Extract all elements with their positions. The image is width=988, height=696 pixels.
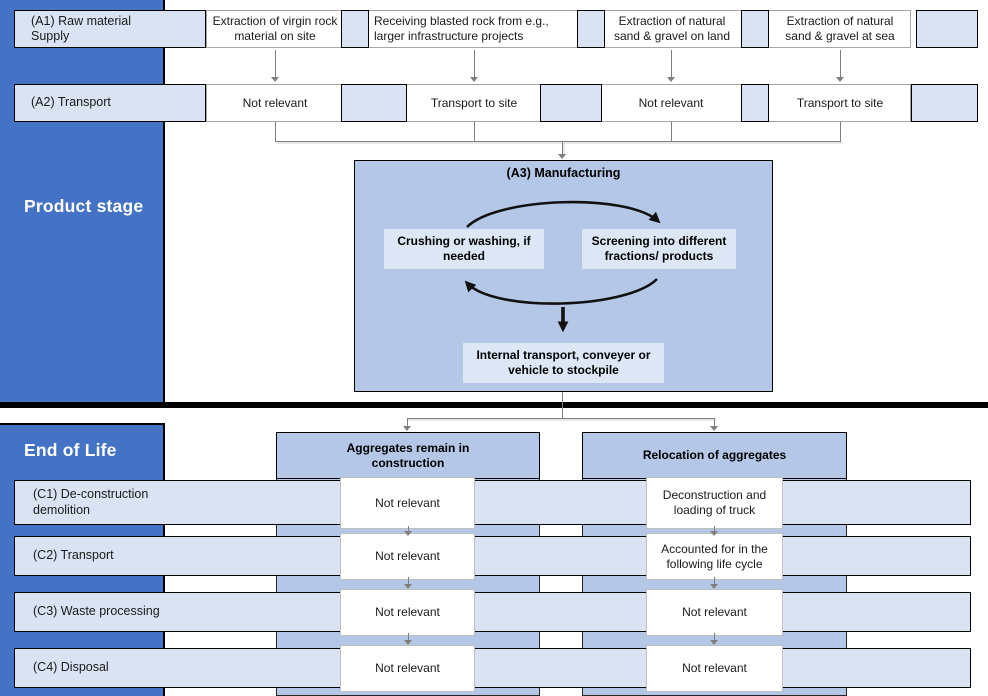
a2-a3-merge-line [275, 141, 841, 142]
down-arrow-icon [403, 426, 411, 431]
column-header-remain: Aggregates remain in construction [276, 432, 540, 479]
down-arrow-icon [710, 531, 718, 536]
c2-cell-relocation: Accounted for in the following life cycl… [646, 533, 783, 580]
screening-box: Screening into different fractions/ prod… [582, 229, 736, 269]
column-header-relocation-label: Relocation of aggregates [642, 448, 787, 463]
a2-a3-stub-3 [671, 122, 672, 142]
c2-cell-remain: Not relevant [340, 533, 475, 580]
down-arrow-icon [404, 531, 412, 536]
a1-module-spacer-1 [341, 10, 369, 48]
a1-cell-sand-land: Extraction of natural sand & gravel on l… [613, 14, 731, 43]
a1-module-spacer-3 [741, 10, 769, 48]
down-arrow-icon [710, 640, 718, 645]
down-arrow-icon [710, 584, 718, 589]
a1-cell-virgin-rock: Extraction of virgin rock material on si… [212, 14, 338, 43]
row-c2-bar: (C2) Transport [14, 536, 971, 576]
a2-cell-1: Not relevant [242, 95, 308, 110]
row-a2-label: (A2) Transport [31, 95, 111, 110]
end-of-life-title: End of Life [24, 440, 117, 460]
c4-cell-relocation: Not relevant [646, 645, 783, 692]
a1-cell-sand-sea: Extraction of natural sand & gravel at s… [785, 14, 895, 43]
row-c1-label: (C1) De-construction demolition [33, 487, 149, 517]
a2-cell-3: Not relevant [638, 95, 704, 110]
stage-divider-line [0, 402, 988, 408]
row-c4-bar: (C4) Disposal [14, 648, 971, 688]
a3-eol-stem [562, 392, 563, 418]
down-arrow-icon [271, 77, 279, 82]
a1-a2-connector-1 [275, 50, 276, 78]
a2-module-spacer-3 [741, 84, 769, 122]
manufacturing-box: (A3) Manufacturing Crushing or washing, … [354, 160, 773, 392]
c1-c2-connector-left [408, 526, 409, 533]
eol-branch-stub-left [407, 418, 408, 427]
row-c1-bar: (C1) De-construction demolition [14, 480, 971, 525]
c1-c2-connector-right [714, 526, 715, 533]
c3-c4-connector-left [408, 633, 409, 641]
manufacturing-title: (A3) Manufacturing [506, 166, 621, 180]
down-arrow-icon [836, 77, 844, 82]
row-c4-label: (C4) Disposal [33, 660, 109, 675]
row-c3-bar: (C3) Waste processing [14, 592, 971, 632]
internal-transport-box: Internal transport, conveyer or vehicle … [463, 343, 664, 383]
process-cycle-arrows-icon [464, 200, 661, 333]
column-header-relocation: Relocation of aggregates [582, 432, 847, 479]
row-a1-label-box: (A1) Raw material Supply [14, 10, 206, 48]
product-stage-title: Product stage [24, 196, 144, 216]
a2-cell-2: Transport to site [430, 95, 518, 110]
crushing-washing-box: Crushing or washing, if needed [384, 229, 544, 269]
eol-branch-stub-right [714, 418, 715, 427]
row-a2-label-box: (A2) Transport [14, 84, 206, 122]
down-arrow-icon [404, 584, 412, 589]
c3-c4-connector-right [714, 633, 715, 641]
row-c3-label: (C3) Waste processing [33, 604, 160, 619]
a2-module-spacer-4 [911, 84, 978, 122]
a1-a2-connector-2 [474, 50, 475, 78]
product-stage-rail: Product stage [0, 0, 165, 403]
a2-a3-stub-1 [275, 122, 276, 142]
a1-module-spacer-2 [577, 10, 605, 48]
down-arrow-icon [404, 640, 412, 645]
row-c2-label: (C2) Transport [33, 548, 114, 563]
down-arrow-icon [470, 77, 478, 82]
down-arrow-icon [667, 77, 675, 82]
a2-module-spacer-2 [540, 84, 602, 122]
a1-module-spacer-4 [916, 10, 978, 48]
c1-cell-remain: Not relevant [340, 477, 475, 529]
a1-cell-blasted-rock: Receiving blasted rock from e.g., larger… [374, 14, 549, 43]
c1-cell-relocation: Deconstruction and loading of truck [646, 477, 783, 529]
a2-module-spacer-1 [341, 84, 407, 122]
column-header-remain-label: Aggregates remain in construction [346, 440, 470, 470]
a1-a2-connector-3 [671, 50, 672, 78]
eol-branch-line [407, 418, 715, 419]
a1-a2-connector-4 [840, 50, 841, 78]
a2-a3-stub-2 [474, 122, 475, 142]
row-a1-bar [206, 10, 911, 48]
down-arrow-icon [558, 154, 566, 159]
c2-c3-connector-right [714, 577, 715, 585]
c3-cell-remain: Not relevant [340, 589, 475, 636]
a2-cell-4: Transport to site [796, 95, 884, 110]
c2-c3-connector-left [408, 577, 409, 585]
row-a1-label: (A1) Raw material Supply [31, 13, 132, 43]
c4-cell-remain: Not relevant [340, 645, 475, 692]
down-arrow-icon [710, 426, 718, 431]
a2-a3-center-stub [562, 141, 563, 155]
c3-cell-relocation: Not relevant [646, 589, 783, 636]
a2-a3-stub-4 [840, 122, 841, 142]
